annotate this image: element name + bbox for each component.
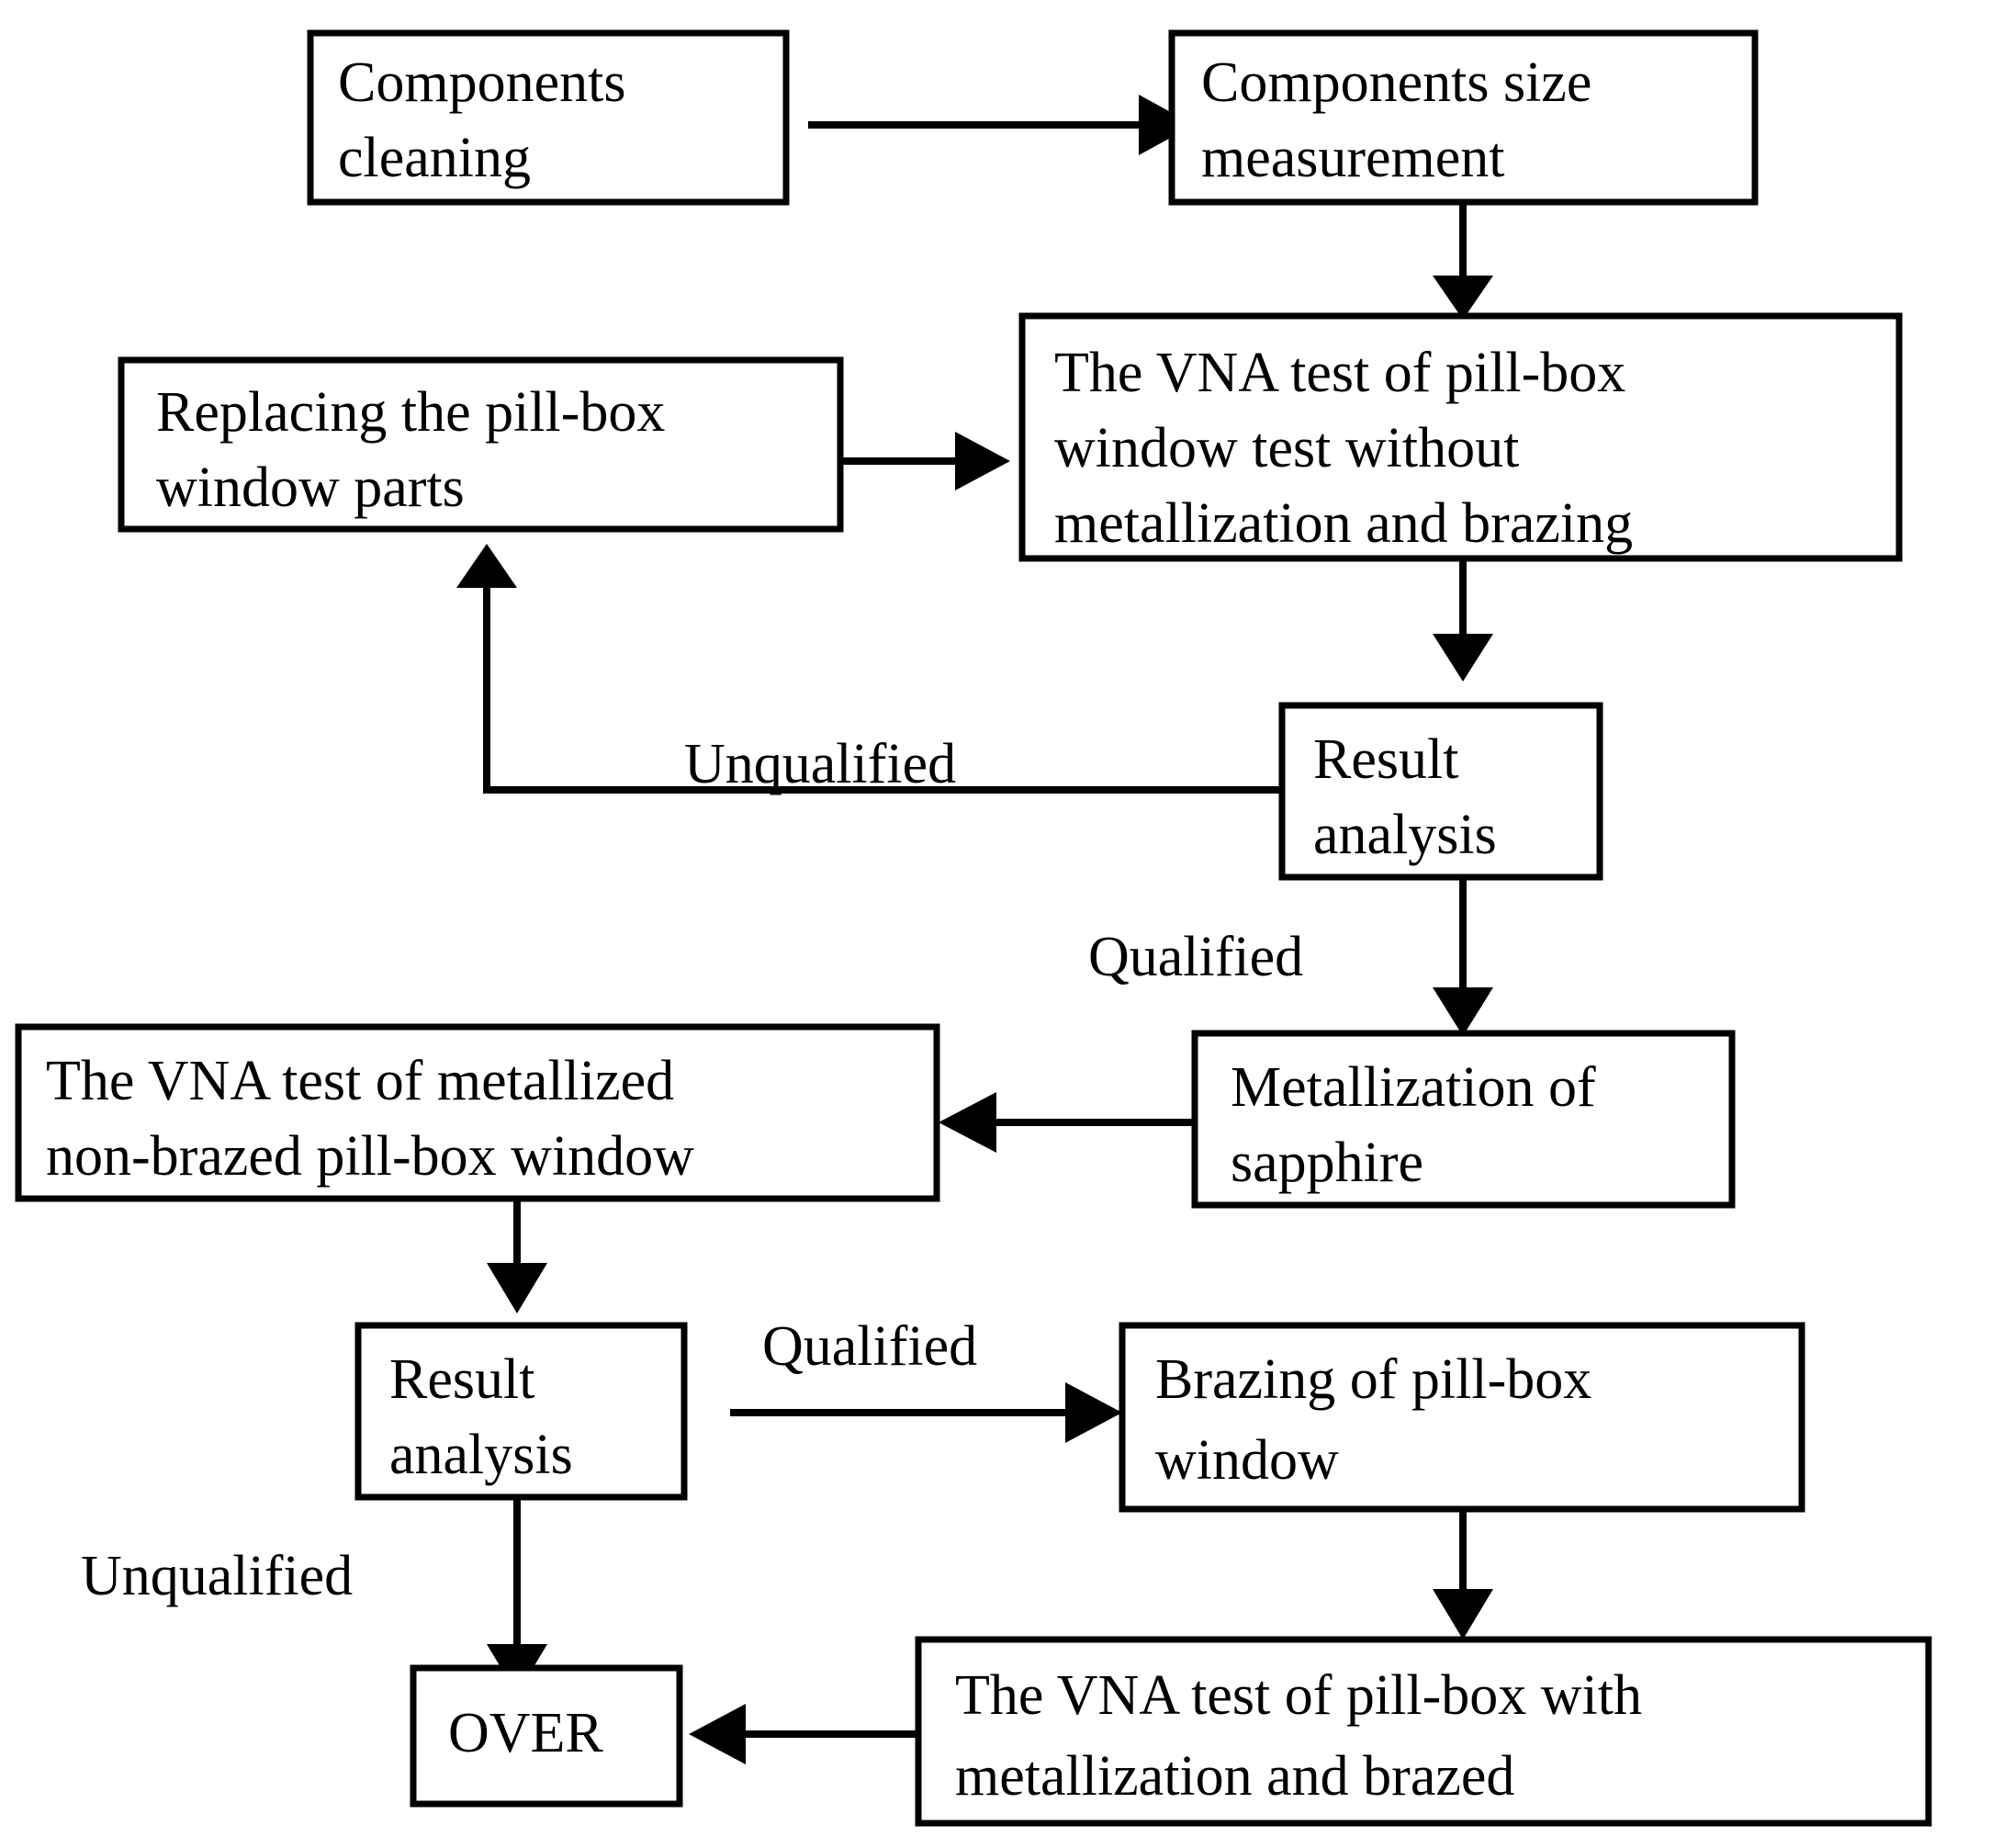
node-components-cleaning-line-2: cleaning (338, 127, 531, 189)
edge-unqualified-loop (456, 544, 1281, 794)
edge-label-qualified-1: Qualified (1088, 926, 1303, 988)
edge-label-qualified-2: Qualified (762, 1315, 977, 1378)
edge-brazing-to-vna-brazed (1433, 1511, 1493, 1640)
node-brazing-of-pill-box-window-line-1: Brazing of pill-box (1155, 1348, 1591, 1411)
edge-cleaning-to-measurement (808, 95, 1194, 155)
node-components-size-measurement-line-2: measurement (1201, 127, 1505, 189)
node-metallization-of-sapphire[interactable]: Metallization of sapphire (1191, 1030, 1736, 1209)
node-metallization-of-sapphire-line-2: sapphire (1231, 1132, 1423, 1194)
edge-vna-brazed-to-over (689, 1704, 918, 1764)
node-vna-test-without-metallization-line-3: metallization and brazing (1054, 492, 1633, 555)
edge-result-analysis-2-to-brazing (730, 1382, 1122, 1443)
node-components-size-measurement[interactable]: Components size measurement (1168, 29, 1759, 206)
node-result-analysis-1-line-2: analysis (1313, 804, 1497, 866)
node-vna-test-metallized-brazed[interactable]: The VNA test of pill-box with metallizat… (915, 1636, 1932, 1827)
node-result-analysis-2-line-2: analysis (389, 1424, 573, 1486)
edge-vna-test-to-result-analysis-1 (1433, 558, 1493, 682)
node-brazing-of-pill-box-window-line-2: window (1155, 1429, 1339, 1492)
node-components-size-measurement-line-1: Components size (1201, 51, 1591, 114)
node-metallization-of-sapphire-line-1: Metallization of (1231, 1056, 1596, 1119)
node-result-analysis-2-line-1: Result (389, 1348, 534, 1411)
edge-label-unqualified-2: Unqualified (81, 1545, 353, 1607)
edge-vna-metallized-to-result-analysis-2 (487, 1199, 547, 1313)
node-components-cleaning-line-1: Components (338, 51, 625, 114)
node-result-analysis-1[interactable]: Result analysis (1278, 702, 1603, 881)
node-vna-test-metallized-non-brazed-line-2: non-brazed pill-box window (46, 1125, 694, 1188)
node-vna-test-metallized-brazed-line-2: metallization and brazed (955, 1745, 1514, 1808)
node-vna-test-metallized-non-brazed-line-1: The VNA test of metallized (46, 1050, 674, 1112)
node-replacing-pill-box-window-parts[interactable]: Replacing the pill-box window parts (118, 356, 844, 533)
edge-replacing-to-vna-test (840, 432, 1010, 490)
edge-result-analysis-1-to-metallization (1433, 877, 1493, 1036)
node-vna-test-metallized-non-brazed[interactable]: The VNA test of metallized non-brazed pi… (15, 1023, 940, 1202)
node-replacing-pill-box-window-parts-line-1: Replacing the pill-box (156, 381, 665, 444)
node-over-label: OVER (448, 1702, 603, 1764)
node-result-analysis-1-line-1: Result (1313, 728, 1458, 791)
edge-measurement-to-vna-test (1433, 204, 1493, 320)
node-vna-test-metallized-brazed-line-1: The VNA test of pill-box with (955, 1664, 1642, 1727)
node-result-analysis-2[interactable]: Result analysis (354, 1322, 688, 1501)
node-brazing-of-pill-box-window[interactable]: Brazing of pill-box window (1119, 1322, 1805, 1513)
edge-label-unqualified-1: Unqualified (684, 733, 956, 795)
node-vna-test-without-metallization[interactable]: The VNA test of pill-box window test wit… (1018, 312, 1903, 562)
node-vna-test-without-metallization-line-2: window test without (1054, 417, 1519, 479)
node-replacing-pill-box-window-parts-line-2: window parts (156, 456, 465, 519)
node-over[interactable]: OVER (410, 1664, 683, 1808)
edge-metallization-to-vna-metallized (939, 1092, 1194, 1153)
node-components-cleaning[interactable]: Components cleaning (307, 29, 790, 206)
node-vna-test-without-metallization-line-1: The VNA test of pill-box (1054, 342, 1625, 404)
